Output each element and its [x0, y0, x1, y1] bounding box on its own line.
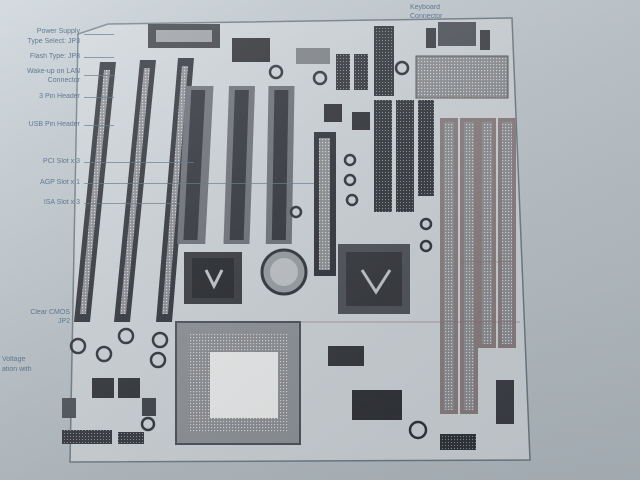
label-power-supply: Power Supply — [36, 28, 80, 35]
label-wake-on-lan: Wake-up on LAN — [26, 68, 80, 75]
label-wake-on-lan-connector: Connector — [47, 77, 80, 84]
label-voltage: Voltage — [2, 356, 26, 363]
label-keyboard-connector: Connector — [410, 13, 443, 20]
label-voltage-2: ation with — [2, 366, 32, 373]
label-clear-cmos: Clear CMOS — [30, 309, 70, 316]
label-pci-slot: PCI Slot x 3 — [43, 158, 80, 165]
label-usb-header: USB Pin Header — [28, 121, 80, 128]
label-flash-type: Flash Type: JP8 — [29, 53, 80, 60]
label-fan-header: 3 Pin Header — [39, 93, 80, 100]
label-clear-cmos-jp2: JP2 — [57, 318, 70, 325]
label-isa-slot: ISA Slot x 3 — [43, 199, 80, 206]
label-power-type: Type Select: JP3 — [27, 38, 80, 45]
label-agp-slot: AGP Slot x 1 — [40, 179, 80, 186]
label-keyboard: Keyboard — [410, 4, 440, 11]
